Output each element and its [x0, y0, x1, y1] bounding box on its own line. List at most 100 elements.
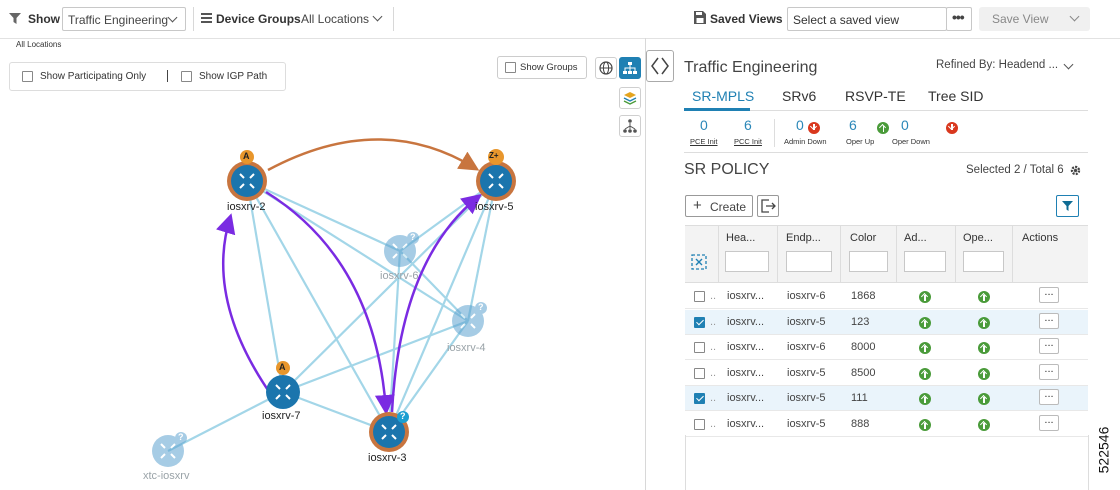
oper-state-up-icon: [978, 342, 990, 354]
oper-down-count[interactable]: 0: [901, 117, 909, 133]
filter-button[interactable]: [1056, 195, 1079, 217]
router-node-iosxrv-5[interactable]: [476, 149, 516, 201]
oper-state-up-icon: [978, 316, 990, 329]
node-badge: ?: [478, 302, 484, 312]
pcc-init-count[interactable]: 6: [744, 117, 752, 133]
collapse-panel-button[interactable]: [646, 50, 674, 82]
tab-divider: [684, 110, 1088, 111]
row-actions-button[interactable]: ...: [1039, 389, 1059, 405]
admin-filter-input[interactable]: [904, 251, 946, 272]
device-groups-dropdown[interactable]: All Locations: [300, 7, 390, 31]
save-icon: [694, 11, 706, 24]
save-view-label: Save View: [992, 12, 1049, 26]
router-node-iosxrv-2[interactable]: [227, 150, 267, 201]
router-node-iosxrv-7[interactable]: [266, 361, 300, 409]
export-button[interactable]: [757, 195, 779, 217]
node-label-iosxrv-3: iosxrv-3: [368, 452, 407, 464]
tab-sr-mpls[interactable]: SR-MPLS: [692, 88, 755, 104]
router-node-xtc-iosxrv[interactable]: [152, 432, 187, 467]
layers-button[interactable]: [619, 87, 641, 109]
refined-by-dropdown[interactable]: Refined By: Headend ...: [936, 59, 1076, 75]
row-checkbox[interactable]: [694, 367, 705, 379]
geo-map-button[interactable]: [595, 57, 617, 79]
row-actions-button[interactable]: ...: [1039, 414, 1059, 431]
show-igp-path-label: Show IGP Path: [199, 71, 268, 82]
saved-view-select[interactable]: Select a saved view: [787, 7, 947, 31]
saved-view-placeholder: Select a saved view: [793, 13, 900, 27]
row-actions-button[interactable]: ...: [1039, 363, 1059, 380]
pce-init-label[interactable]: PCE Init: [690, 137, 718, 146]
oper-filter-input[interactable]: [963, 251, 1004, 272]
show-participating-checkbox[interactable]: [22, 71, 33, 82]
show-groups-toggle[interactable]: Show Groups: [497, 56, 587, 79]
show-igp-path-checkbox[interactable]: [181, 71, 192, 82]
top-toolbar: Show Traffic Engineering Device Groups A…: [0, 0, 1120, 39]
column-header-headend[interactable]: Hea...: [726, 232, 756, 244]
divider: [684, 152, 1088, 153]
oper-up-count[interactable]: 6: [849, 117, 857, 133]
layout-button[interactable]: [619, 115, 641, 137]
node-badge: Z+: [489, 151, 499, 160]
admin-state-up-icon: [919, 367, 931, 380]
chevron-down-icon: [1069, 11, 1080, 22]
show-dropdown-value: Traffic Engineering: [68, 13, 169, 27]
more-options-button[interactable]: •••: [946, 7, 972, 31]
cell-color: 111: [851, 392, 868, 404]
topology-icon: [623, 62, 637, 74]
create-label: Create: [710, 200, 747, 214]
row-expand: ..: [710, 366, 717, 379]
row-actions-button[interactable]: ...: [1039, 338, 1059, 354]
panel-splitter[interactable]: [645, 38, 646, 490]
show-groups-checkbox[interactable]: [505, 62, 516, 73]
cell-color: 123: [851, 315, 870, 328]
row-checkbox[interactable]: [694, 393, 705, 404]
list-icon: [201, 13, 212, 23]
cell-endpoint: iosxrv-5: [787, 366, 826, 379]
router-node-iosxrv-4[interactable]: [452, 302, 487, 337]
column-header-oper-state[interactable]: Ope...: [963, 232, 993, 244]
row-checkbox[interactable]: [694, 291, 705, 302]
save-view-button[interactable]: Save View: [979, 7, 1090, 31]
row-checkbox[interactable]: [694, 418, 705, 430]
column-header-color[interactable]: Color: [850, 232, 877, 244]
color-filter-input[interactable]: [849, 251, 888, 272]
active-tab-indicator: [684, 108, 750, 111]
pce-init-count[interactable]: 0: [700, 117, 708, 133]
gear-icon[interactable]: [1069, 164, 1082, 177]
admin-down-count[interactable]: 0: [796, 117, 804, 133]
clear-selection-icon[interactable]: [691, 254, 707, 270]
selected-total: Selected 2 / Total 6: [966, 164, 1064, 176]
row-actions-button[interactable]: ...: [1039, 312, 1059, 329]
oper-state-up-icon: [978, 291, 990, 303]
column-header-admin-state[interactable]: Ad...: [904, 232, 927, 244]
col-divider: [955, 225, 956, 283]
filter-icon: [1062, 201, 1073, 211]
topology-view-button[interactable]: [619, 57, 641, 79]
row-checkbox[interactable]: [694, 316, 705, 328]
show-dropdown[interactable]: Traffic Engineering: [62, 7, 186, 31]
endpoint-filter-input[interactable]: [786, 251, 832, 272]
tab-rsvp-te[interactable]: RSVP-TE: [845, 88, 906, 104]
row-checkbox[interactable]: [694, 342, 705, 353]
pcc-init-label[interactable]: PCC Init: [734, 137, 762, 146]
topology-map[interactable]: [0, 0, 645, 490]
oper-state-up-icon: [978, 393, 990, 405]
col-divider: [1012, 225, 1013, 283]
breadcrumb[interactable]: All Locations: [16, 40, 62, 49]
router-node-iosxrv-6[interactable]: [384, 232, 419, 267]
node-label-iosxrv-7: iosxrv-7: [262, 410, 301, 422]
create-button[interactable]: + Create: [685, 195, 753, 217]
router-node-iosxrv-3[interactable]: [369, 411, 409, 452]
tab-tree-sid[interactable]: Tree SID: [928, 88, 984, 104]
tab-srv6[interactable]: SRv6: [782, 88, 817, 104]
headend-filter-input[interactable]: [725, 251, 769, 272]
column-header-endpoint[interactable]: Endp...: [786, 232, 821, 244]
row-actions-button[interactable]: ...: [1039, 287, 1059, 303]
device-groups-label: Device Groups: [216, 12, 301, 26]
